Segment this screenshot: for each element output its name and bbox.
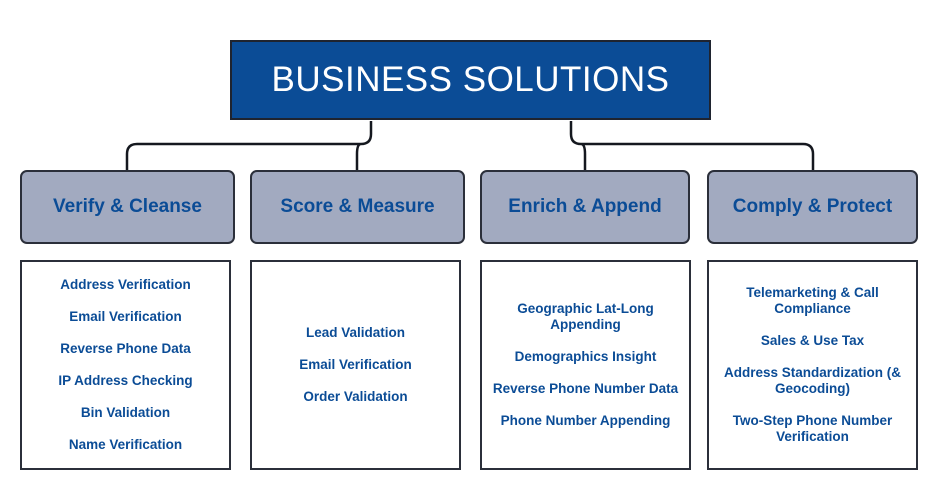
list-item: Telemarketing & Call Compliance <box>746 285 879 316</box>
list-item: Order Validation <box>303 389 408 404</box>
list-score-measure: Lead Validation Email Verification Order… <box>250 260 461 470</box>
list-item: Sales & Use Tax <box>760 333 865 348</box>
list-item: Reverse Phone Data <box>60 341 191 356</box>
category-score-measure: Score & Measure <box>250 170 465 244</box>
connector-right <box>569 121 815 171</box>
list-item: Two-Step Phone Number Verification <box>732 413 893 444</box>
list-comply-protect: Telemarketing & Call Compliance Sales & … <box>707 260 918 470</box>
list-item: Geographic Lat-Long Appending <box>517 301 654 332</box>
list-item: Reverse Phone Number Data <box>492 381 679 396</box>
list-item: Phone Number Appending <box>500 413 671 428</box>
category-verify-cleanse: Verify & Cleanse <box>20 170 235 244</box>
list-item: Demographics Insight <box>514 349 657 364</box>
list-item: Bin Validation <box>80 405 171 420</box>
list-item: Email Verification <box>69 309 182 324</box>
list-verify-cleanse: Address Verification Email Verification … <box>20 260 231 470</box>
list-item: Lead Validation <box>305 325 406 340</box>
connector-left <box>125 121 373 171</box>
list-item: Email Verification <box>299 357 412 372</box>
list-item: Address Standardization (& Geocoding) <box>723 365 902 396</box>
list-item: Name Verification <box>68 437 183 452</box>
list-enrich-append: Geographic Lat-Long Appending Demographi… <box>480 260 691 470</box>
list-item: Address Verification <box>60 277 191 292</box>
list-item: IP Address Checking <box>58 373 193 388</box>
root-node-title: BUSINESS SOLUTIONS <box>230 40 711 120</box>
category-enrich-append: Enrich & Append <box>480 170 690 244</box>
category-comply-protect: Comply & Protect <box>707 170 918 244</box>
